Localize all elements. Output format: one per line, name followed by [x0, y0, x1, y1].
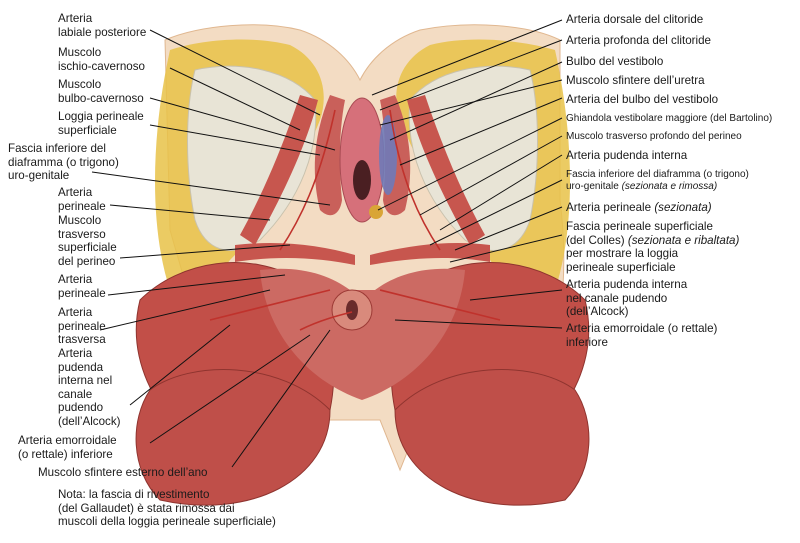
leader-line [419, 135, 563, 216]
leader-line [429, 179, 563, 246]
vaginal-orifice [353, 160, 371, 200]
label-ghiandola-vestibolare: Ghiandola vestibolare maggiore (del Bart… [566, 113, 773, 124]
leader-line [371, 19, 563, 96]
artery-perineale-left [279, 109, 336, 251]
leader-line [109, 204, 271, 221]
label-arteria-perineale-2: Arteria perineale [58, 273, 106, 300]
label-italic: (sezionata e ribaltata) [627, 233, 740, 247]
leader-line [394, 319, 563, 329]
leader-line [149, 334, 311, 444]
leader-line [99, 289, 271, 331]
label-arteria-pudenda-interna-canale: Arteria pudenda interna nel canale puden… [566, 278, 688, 319]
label-fascia-inferiore-sezionata: Fascia inferiore del diaframma (o trigon… [566, 169, 749, 193]
buttock-left [135, 369, 331, 506]
leader-line [469, 289, 563, 301]
leader-line [449, 234, 563, 263]
label-arteria-pudenda-interna-1: Arteria pudenda interna [566, 149, 688, 162]
leader-line [169, 67, 301, 131]
label-arteria-pudenda-interna-left: Arteria pudenda interna nel canale puden… [58, 347, 121, 428]
leader-line [454, 206, 563, 251]
label-arteria-perineale-trasversa: Arteria perineale trasversa [58, 306, 106, 347]
leader-line [107, 274, 286, 296]
label-fascia-inferiore-diaframma: Fascia inferiore del diaframma (o trigon… [8, 142, 119, 183]
fascia-right [408, 65, 538, 251]
label-text: Fascia perineale superficiale (del Colle… [566, 220, 713, 247]
label-bulbo-vestibolo: Bulbo del vestibolo [566, 55, 664, 68]
trasverso-superficiale [235, 243, 355, 265]
buttock-right [394, 369, 590, 506]
label-arteria-emorroidale-right: Arteria emorroidale (o rettale) inferior… [566, 322, 718, 349]
leader-line [149, 29, 321, 116]
label-tail: per mostrare la loggia perineale superfi… [566, 247, 679, 274]
note-text: Nota: la fascia di rivestimento (del Gal… [58, 488, 276, 529]
artery-perineale-right [389, 109, 441, 251]
artery-pudenda-left [209, 289, 331, 321]
label-muscolo-sfintere-esterno-ano: Muscolo sfintere esterno dell’ano [38, 466, 208, 479]
bartholin-gland [369, 205, 383, 219]
label-arteria-emorroidale-left: Arteria emorroidale (o rettale) inferior… [18, 434, 117, 461]
label-italic: (sezionata) [654, 201, 712, 214]
label-loggia-perineale-superficiale: Loggia perineale superficiale [58, 110, 144, 137]
label-fascia-perineale-colles: Fascia perineale superficiale (del Colle… [566, 220, 739, 274]
bulbo-cavernoso-left [314, 95, 345, 216]
bulb-vestibule-right [379, 115, 397, 195]
leader-line [91, 171, 331, 206]
label-arteria-perineale-1: Arteria perineale [58, 186, 106, 213]
label-muscolo-trasverso-superficiale: Muscolo trasverso superficiale del perin… [58, 214, 117, 268]
leader-line [149, 97, 336, 151]
leader-line [399, 97, 563, 166]
leader-lines [91, 19, 563, 468]
label-arteria-profonda-clitoride: Arteria profonda del clitoride [566, 34, 712, 47]
leader-line [377, 117, 563, 211]
artery-rectal [299, 311, 353, 331]
leader-line [119, 244, 291, 259]
ischio-cavernoso-right [407, 95, 485, 245]
leader-line [439, 154, 563, 231]
label-muscolo-bulbo-cavernoso: Muscolo bulbo-cavernoso [58, 78, 144, 105]
label-italic: (sezionata e rimossa) [621, 181, 718, 192]
label-arteria-perineale-sezionata: Arteria perineale (sezionata) [566, 201, 712, 215]
levator-ani [260, 268, 465, 400]
label-arteria-dorsale-clitoride: Arteria dorsale del clitoride [566, 13, 704, 26]
ischio-cavernoso-left [240, 95, 318, 245]
arteries [209, 109, 501, 331]
anus [346, 300, 358, 320]
label-muscolo-ischio-cavernoso: Muscolo ischio-cavernoso [58, 46, 145, 73]
leader-line [379, 79, 563, 126]
leader-line [129, 324, 231, 406]
leader-line [149, 124, 321, 156]
label-muscolo-sfintere-uretra: Muscolo sfintere dell’uretra [566, 74, 705, 87]
leader-line [379, 39, 563, 111]
label-muscolo-trasverso-profondo: Muscolo trasverso profondo del perineo [566, 131, 742, 142]
leader-line [231, 329, 331, 468]
label-text: Arteria perineale [566, 201, 652, 214]
label-text: Fascia inferiore del diaframma (o trigon… [566, 169, 749, 192]
label-arteria-bulbo-vestibolo: Arteria del bulbo del vestibolo [566, 93, 719, 106]
fascia-left [187, 65, 317, 251]
artery-pudenda-right [379, 289, 501, 321]
label-arteria-labiale-posteriore: Arteria labiale posteriore [58, 12, 147, 39]
